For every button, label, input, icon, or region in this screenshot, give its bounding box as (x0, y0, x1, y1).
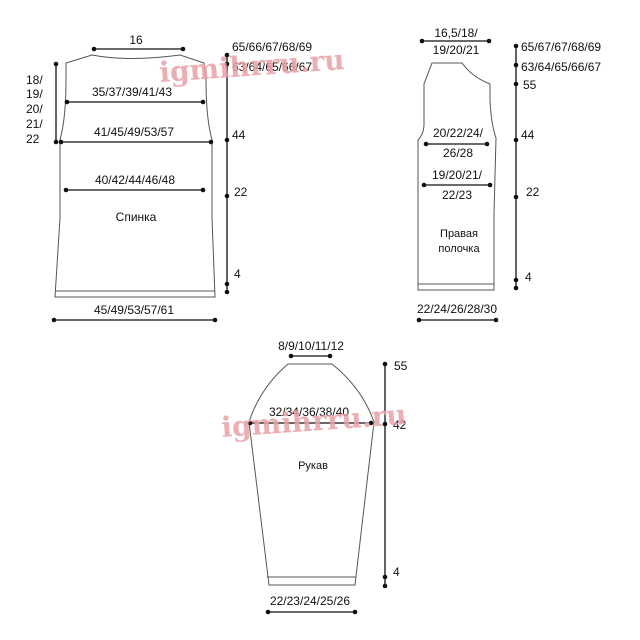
back-waist-width: 40/42/44/46/48 (95, 173, 175, 187)
front-piece-name-l1: Правая (440, 228, 478, 240)
dim-dot (265, 609, 271, 615)
dim-dot (382, 361, 388, 367)
front-chest-width-l1: 20/22/24/ (433, 126, 484, 140)
dim-dot (288, 353, 294, 359)
dim-dot (382, 574, 388, 580)
dim-dot (423, 141, 429, 147)
dim-dot (513, 43, 519, 49)
back-armhole-depth-l2: 19/ (26, 87, 43, 101)
dim-dot (382, 583, 388, 589)
dim-dot (53, 139, 59, 145)
dim-dot (421, 182, 427, 188)
back-piece-name: Спинка (116, 210, 157, 224)
dim-dot (416, 317, 422, 323)
dim-dot (224, 61, 230, 67)
back-waist-height: 22 (234, 185, 248, 199)
back-armhole-depth-l5: 22 (26, 132, 40, 146)
dim-dot (487, 182, 493, 188)
front-waist-width-l2: 22/23 (442, 188, 472, 202)
dim-dot (513, 277, 519, 283)
dim-dot (513, 62, 519, 68)
dim-dot (352, 609, 358, 615)
dim-dot (53, 61, 59, 67)
front-piece-name-l2: полочка (438, 243, 480, 255)
dim-dot (224, 193, 230, 199)
front-waist-width-l1: 19/20/21/ (432, 168, 483, 182)
dim-dot (200, 187, 206, 193)
back-piece: 16 65/66/67/68/69 63/64/65/66/67 18/ 19/… (26, 33, 312, 323)
dim-dot (486, 38, 492, 44)
front-neck-height: 55 (523, 78, 537, 92)
back-outline (54, 54, 216, 298)
sleeve-upper-width: 32/34/36/38/40 (269, 405, 349, 419)
front-bottom-width: 22/24/26/28/30 (417, 302, 497, 316)
back-shoulder-height: 63/64/65/66/67 (232, 60, 312, 74)
back-shoulder-width: 35/37/39/41/43 (92, 85, 172, 99)
back-neck-width: 16 (129, 33, 143, 47)
dim-dot (208, 139, 214, 145)
dim-dot (212, 317, 218, 323)
sleeve-piece-name: Рукав (298, 460, 328, 472)
front-neck-width-l2: 19/20/21 (433, 43, 480, 57)
back-armhole-depth-l1: 18/ (26, 73, 43, 87)
back-rib-height: 4 (234, 267, 241, 281)
sleeve-cuff-width: 22/23/24/25/26 (270, 594, 350, 608)
front-neck-width-l1: 16,5/18/ (434, 26, 478, 40)
front-rib-height: 4 (525, 270, 532, 284)
dim-dot (91, 46, 97, 52)
dim-dot (368, 420, 374, 426)
dim-dot (493, 317, 499, 323)
dim-dot (58, 139, 64, 145)
front-total-height: 65/67/67/68/69 (521, 40, 601, 54)
back-total-height: 65/66/67/68/69 (232, 40, 312, 54)
back-bottom-width: 45/49/53/57/61 (94, 303, 174, 317)
dim-dot (224, 281, 230, 287)
front-shoulder-height: 63/64/65/66/67 (521, 60, 601, 74)
back-chest-width: 41/45/49/53/57 (94, 125, 174, 139)
dim-dot (64, 99, 70, 105)
dim-dot (247, 420, 253, 426)
dim-dot (513, 81, 519, 87)
sleeve-total-height: 55 (394, 359, 408, 373)
dim-dot (200, 99, 206, 105)
back-armhole-start-height: 44 (232, 128, 246, 142)
dim-dot (327, 353, 333, 359)
watermark: igmihrru.ru (220, 398, 407, 444)
dim-dot (224, 52, 230, 58)
dim-dot (224, 289, 230, 295)
dim-dot (224, 137, 230, 143)
dim-dot (513, 285, 519, 291)
sleeve-top-width: 8/9/10/11/12 (278, 339, 344, 353)
dim-dot (51, 317, 57, 323)
dim-dot (513, 137, 519, 143)
dim-dot (63, 187, 69, 193)
dim-dot (180, 46, 186, 52)
watermark: igmihrru.ru (158, 43, 345, 89)
sleeve-piece: 8/9/10/11/12 32/34/36/38/40 Рукав 55 42 … (247, 339, 408, 615)
front-chest-width-l2: 26/28 (443, 146, 473, 160)
front-outline (417, 62, 497, 291)
front-piece: 16,5/18/ 19/20/21 65/67/67/68/69 63/64/6… (416, 26, 601, 323)
sleeve-outline (248, 363, 375, 586)
dim-dot (513, 194, 519, 200)
back-armhole-depth-l3: 20/ (26, 102, 43, 116)
dim-dot (382, 421, 388, 427)
dim-dot (484, 141, 490, 147)
back-armhole-depth-l4: 21/ (26, 117, 43, 131)
sleeve-rib-height: 4 (393, 565, 400, 579)
front-waist-height: 22 (526, 185, 540, 199)
dim-dot (419, 38, 425, 44)
sleeve-cap-start-height: 42 (393, 418, 407, 432)
front-armhole-start-height: 44 (521, 128, 535, 142)
